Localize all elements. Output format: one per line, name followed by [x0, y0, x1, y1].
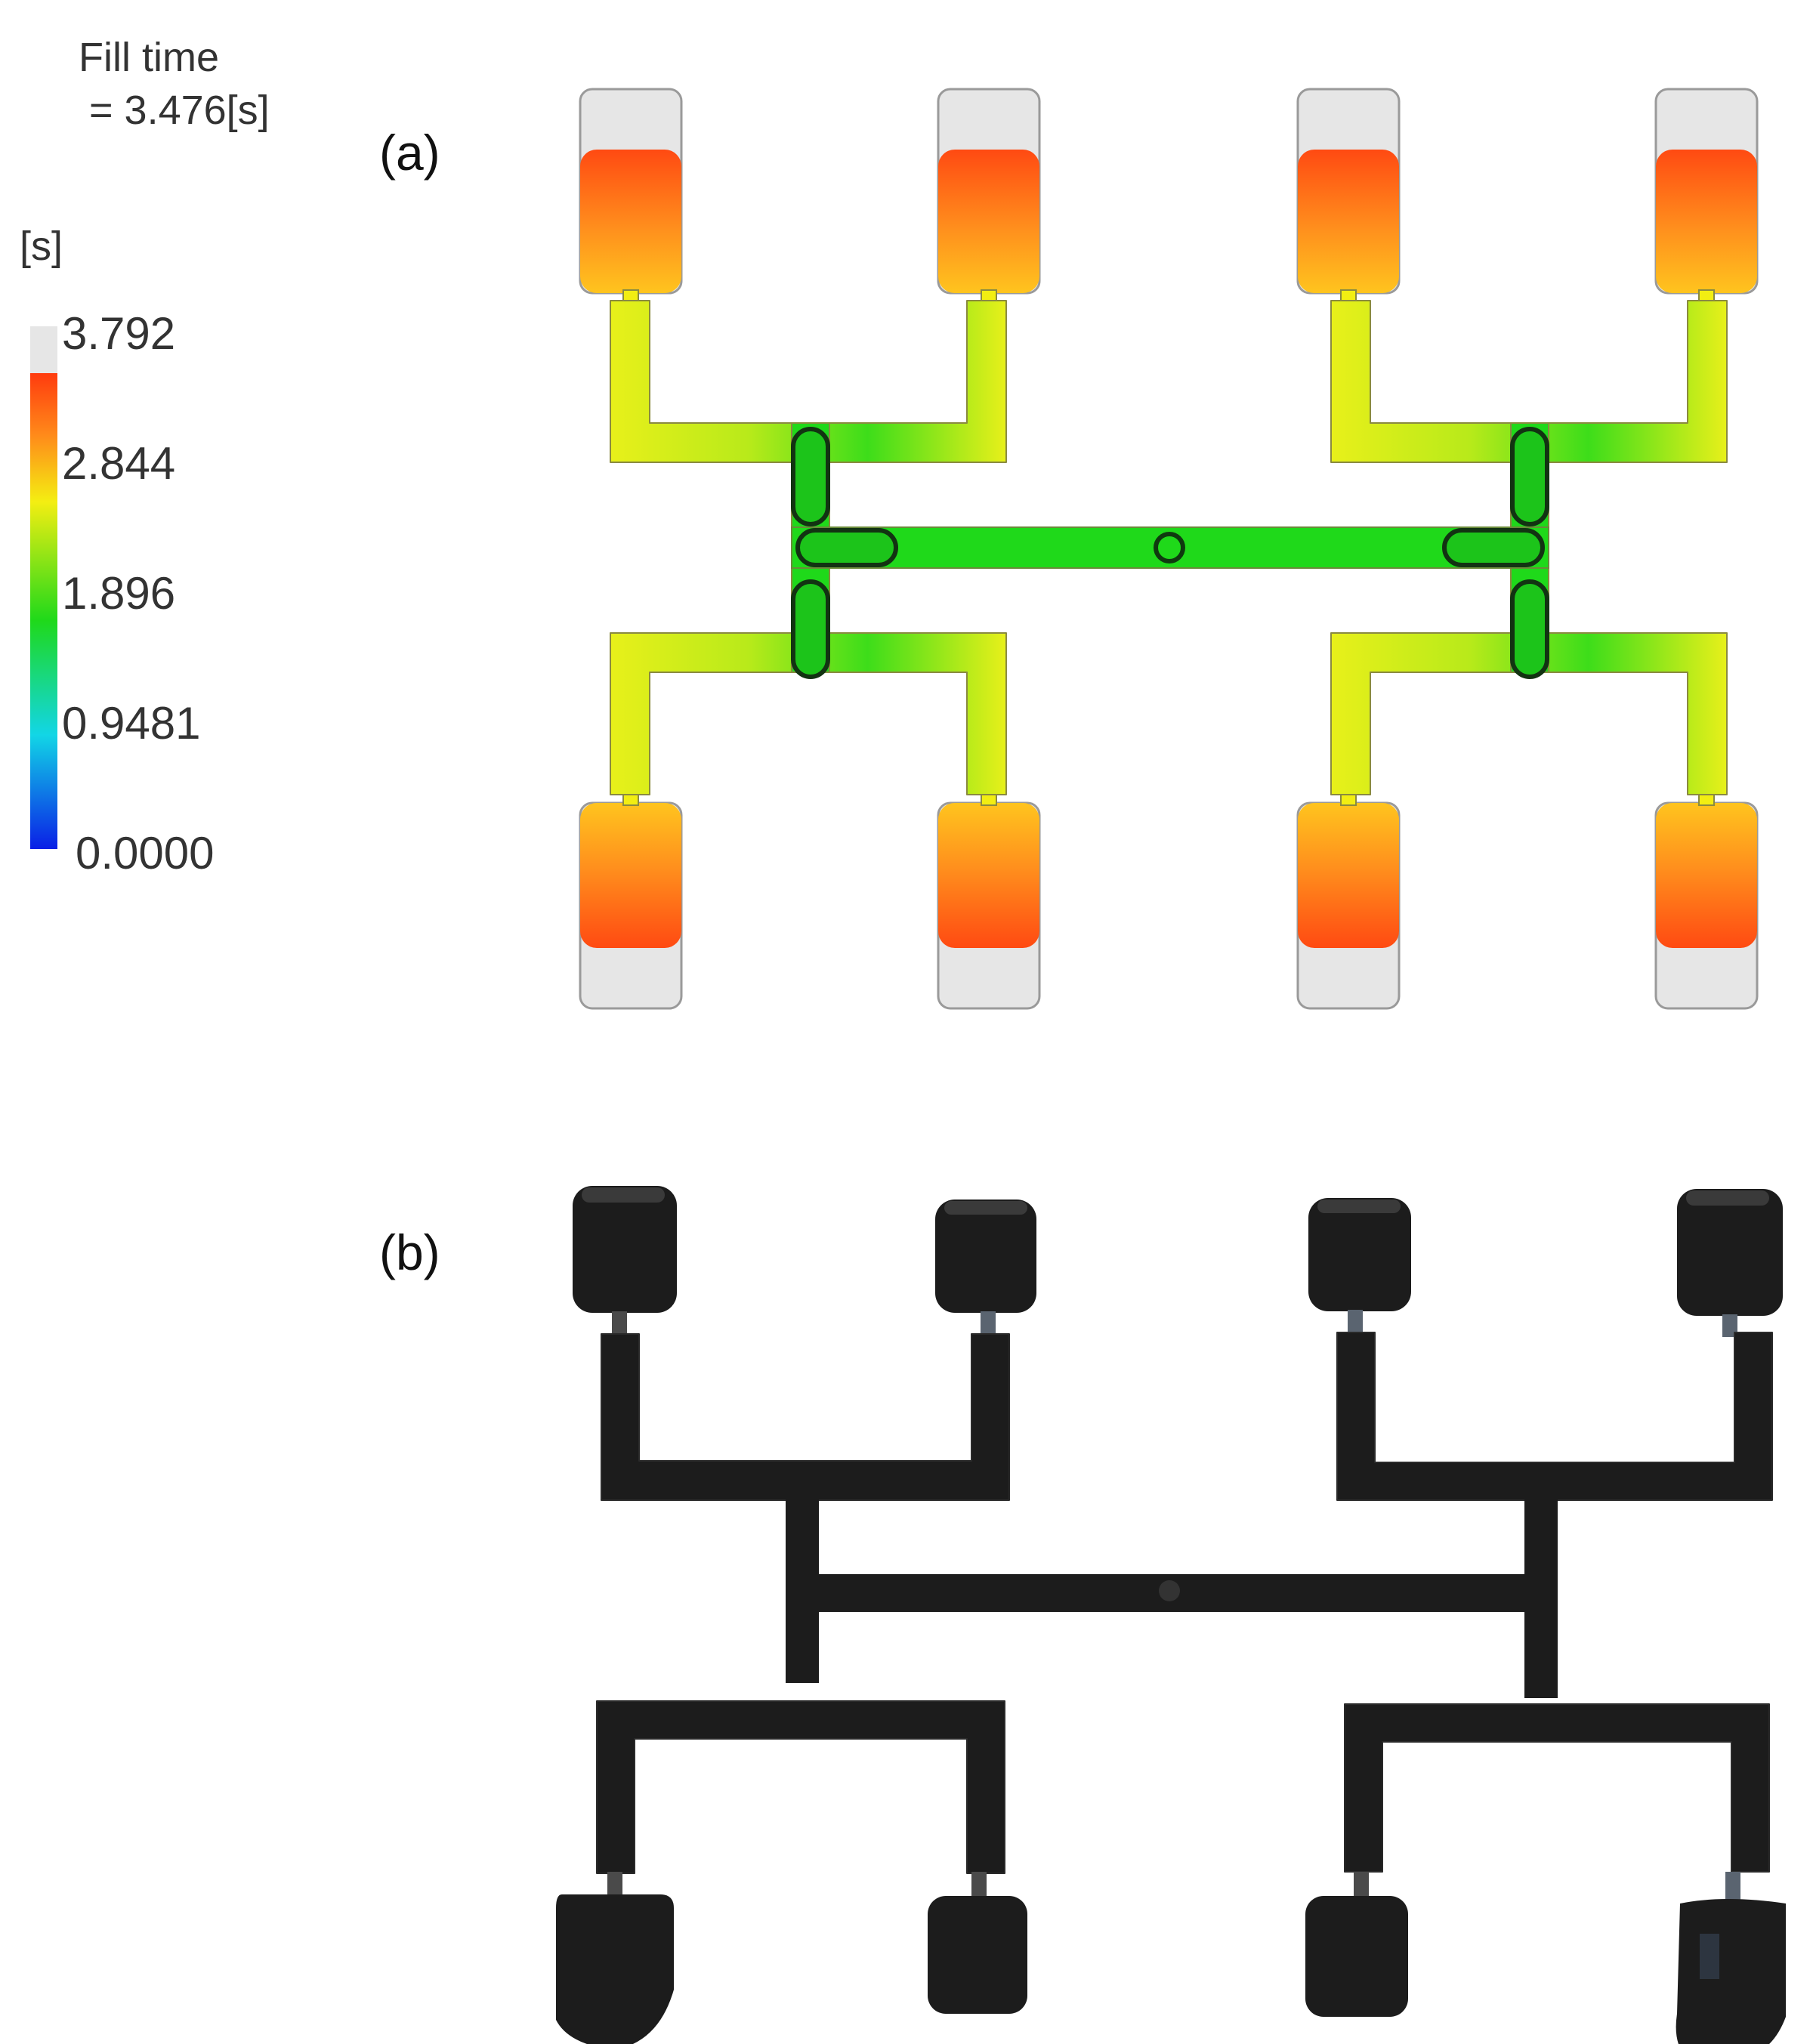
- legend-tick: 2.844: [62, 438, 176, 489]
- sprue-icon: [1154, 532, 1185, 563]
- legend-colorbar: [30, 326, 57, 849]
- runner-inserts: [791, 427, 1549, 679]
- photo-top-cavities: [573, 1186, 1783, 1316]
- photo-main-runner: [786, 1485, 1558, 1698]
- panel-a-label: (a): [379, 125, 440, 181]
- main-runner: [791, 526, 1549, 569]
- top-cavities: [579, 88, 1759, 295]
- legend-tick-max: 3.792: [62, 308, 176, 359]
- legend-unit: [s]: [20, 224, 63, 269]
- photo-runners-bottom: [596, 1700, 1770, 1902]
- bottom-cavities: [579, 801, 1759, 1010]
- legend-tick: 1.896: [62, 568, 176, 619]
- photo-bottom-cavities: [556, 1894, 1786, 2044]
- panel-a-simulation: [579, 88, 1759, 1010]
- legend-tick-min: 0.0000: [76, 828, 215, 878]
- legend-tick: 0.9481: [62, 698, 201, 749]
- photo-runners-top: [601, 1310, 1773, 1501]
- legend-current-time: = 3.476[s]: [89, 88, 270, 133]
- legend-title: Fill time: [79, 35, 219, 80]
- panel-b-label: (b): [379, 1224, 440, 1280]
- panel-b-photo: [556, 1186, 1786, 2044]
